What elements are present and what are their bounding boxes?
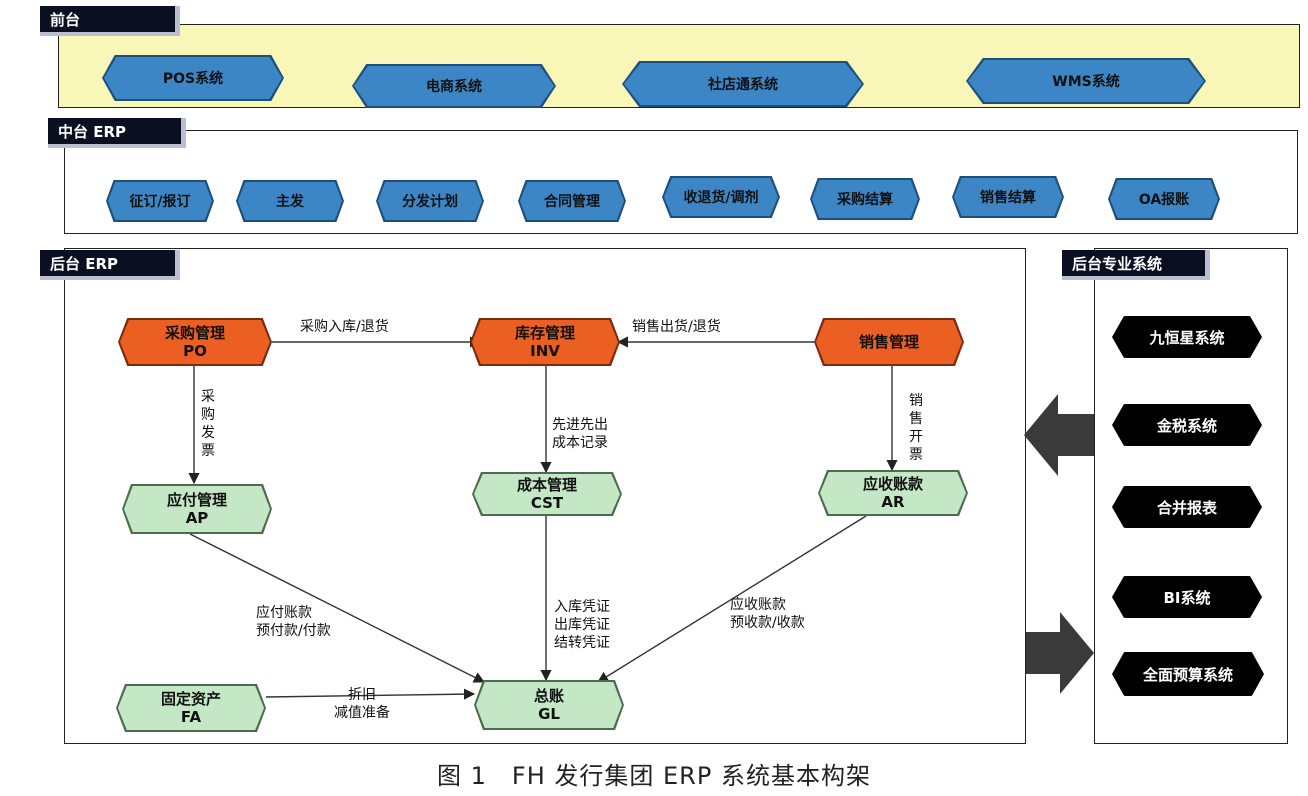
edge-label-cst-gl-line3: 结转凭证 (554, 635, 610, 651)
node-accounts-payable[interactable]: 应付管理 AP (124, 486, 270, 532)
edge-label-cst-gl-line1: 入库凭证 (554, 599, 610, 615)
edge-label-ar-gl-line1: 应收账款 (730, 597, 786, 613)
edge-label-cst-gl: 入库凭证 出库凭证 结转凭证 (554, 598, 610, 652)
middle-module-returns[interactable]: 收退货/调剂 (664, 178, 778, 216)
left-arrow-icon (1024, 394, 1094, 476)
figure-caption: 图 1 FH 发行集团 ERP 系统基本构架 (437, 762, 871, 790)
node-purchase-management[interactable]: 采购管理 PO (120, 320, 270, 364)
edge-label-ap-gl-line1: 应付账款 (256, 605, 312, 621)
edge-label-ap-gl-line2: 预付款/付款 (256, 623, 331, 639)
middle-module-purchase-settlement[interactable]: 采购结算 (812, 180, 918, 218)
node-cst-code: CST (530, 494, 564, 512)
middle-module-distribution-plan[interactable]: 分发计划 (378, 182, 482, 220)
edge-label-fa-gl-line1: 折旧 (348, 687, 376, 703)
middle-tag: 中台 ERP (48, 118, 186, 148)
edge-label-sales-inv: 销售出货/退货 (632, 319, 721, 335)
edge-label-ap-gl: 应付账款 预付款/付款 (256, 604, 331, 640)
edge-label-inv-cst: 先进先出 成本记录 (552, 416, 608, 452)
edge-ap-gl (189, 533, 486, 683)
node-po-name: 采购管理 (164, 324, 225, 342)
node-fa-code: FA (180, 708, 202, 726)
middle-module-main-distribution[interactable]: 主发 (238, 182, 342, 220)
edge-fa-gl (265, 688, 476, 700)
specialized-panel (1094, 248, 1288, 744)
middle-module-subscription[interactable]: 征订/报订 (108, 182, 212, 220)
edge-label-fa-gl-line2: 减值准备 (334, 705, 390, 721)
node-gl-code: GL (538, 705, 560, 723)
middle-module-contract[interactable]: 合同管理 (520, 182, 624, 220)
frontend-system-pos[interactable]: POS系统 (104, 57, 282, 99)
right-arrow-icon (1026, 612, 1094, 694)
edge-label-cst-gl-line2: 出库凭证 (554, 617, 610, 633)
edge-label-fa-gl: 折旧 减值准备 (334, 686, 390, 722)
node-gl-name: 总账 (533, 687, 564, 705)
edge-label-ar-gl-line2: 预收款/收款 (730, 615, 805, 631)
edge-label-po-inv: 采购入库/退货 (300, 319, 389, 335)
specialized-tag: 后台专业系统 (1062, 250, 1210, 280)
node-ar-name: 应收账款 (862, 475, 923, 493)
node-cst-name: 成本管理 (516, 476, 577, 494)
node-inv-code: INV (530, 342, 560, 360)
middle-module-oa-reimbursement[interactable]: OA报账 (1110, 180, 1218, 218)
node-cost-management[interactable]: 成本管理 CST (474, 474, 620, 514)
edge-label-inv-cst-line2: 成本记录 (552, 435, 608, 451)
node-inventory-management[interactable]: 库存管理 INV (472, 320, 618, 364)
node-general-ledger[interactable]: 总账 GL (476, 682, 622, 728)
frontend-tag: 前台 (40, 6, 180, 36)
specialized-system-bi[interactable]: BI系统 (1112, 576, 1262, 618)
node-fixed-assets[interactable]: 固定资产 FA (118, 686, 264, 730)
edge-label-po-ap: 采购发票 (201, 389, 215, 459)
specialized-system-jiuhengxing[interactable]: 九恒星系统 (1112, 316, 1262, 358)
frontend-system-shedian[interactable]: 社店通系统 (624, 63, 862, 105)
specialized-system-golden-tax[interactable]: 金税系统 (1112, 404, 1262, 446)
frontend-system-ecommerce[interactable]: 电商系统 (354, 66, 554, 106)
node-sales-management[interactable]: 销售管理 (816, 320, 962, 364)
node-ar-code: AR (881, 493, 905, 511)
edge-label-inv-cst-line1: 先进先出 (552, 417, 608, 433)
middle-panel (64, 130, 1298, 234)
edge-label-ar-gl: 应收账款 预收款/收款 (730, 596, 805, 632)
node-po-code: PO (183, 342, 207, 360)
specialized-system-budget[interactable]: 全面预算系统 (1112, 652, 1264, 696)
middle-module-sales-settlement[interactable]: 销售结算 (954, 178, 1062, 216)
backend-tag: 后台 ERP (40, 250, 180, 280)
frontend-system-wms[interactable]: WMS系统 (968, 60, 1204, 102)
edge-label-sales-ar: 销售开票 (909, 393, 923, 463)
node-accounts-receivable[interactable]: 应收账款 AR (820, 472, 966, 514)
specialized-system-consolidated-report[interactable]: 合并报表 (1112, 486, 1262, 528)
edge-ar-gl (597, 515, 867, 683)
node-sales-name: 销售管理 (858, 333, 919, 351)
node-fa-name: 固定资产 (160, 690, 221, 708)
backend-panel (64, 248, 1026, 744)
node-ap-name: 应付管理 (166, 491, 227, 509)
node-ap-code: AP (185, 509, 209, 527)
node-inv-name: 库存管理 (514, 324, 575, 342)
